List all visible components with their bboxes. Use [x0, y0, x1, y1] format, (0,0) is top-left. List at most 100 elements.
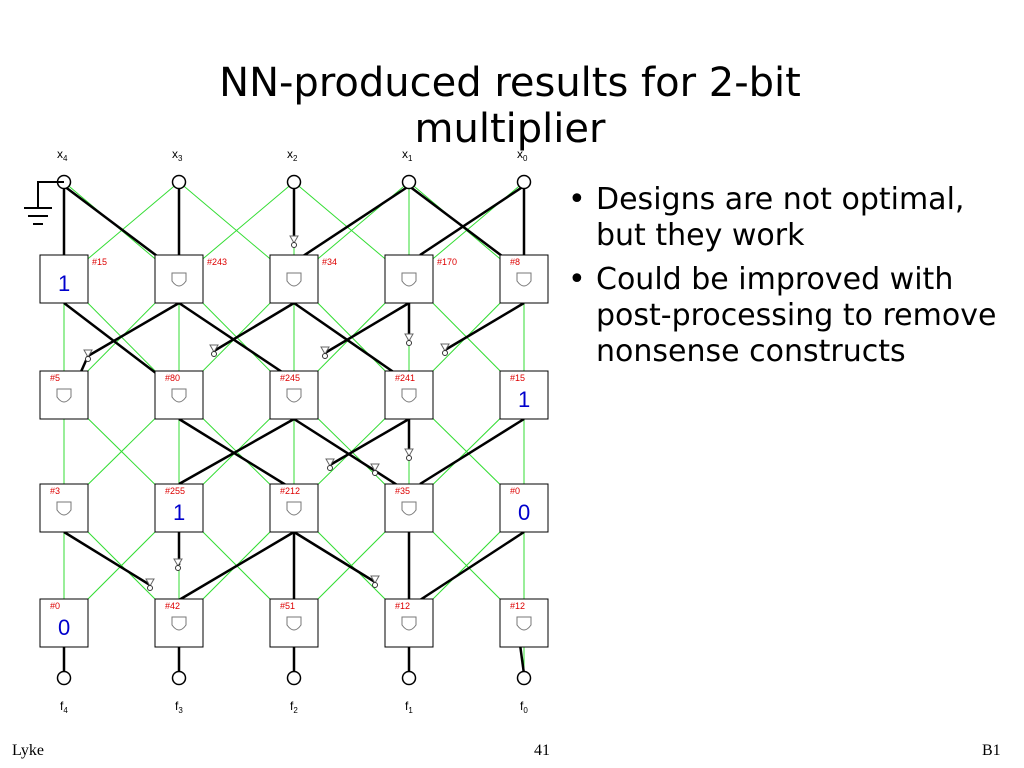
wire — [293, 530, 376, 584]
inverter-glyph — [370, 463, 380, 473]
gate-glyph — [286, 388, 302, 403]
inverter-glyph — [404, 448, 414, 458]
cell-id-label: #212 — [280, 486, 300, 496]
cell-id-label: #170 — [437, 257, 457, 267]
logic-cell: #8 — [499, 254, 549, 304]
output-terminal — [56, 670, 72, 686]
cell-id-label: #35 — [395, 486, 410, 496]
inverter-bubble — [291, 242, 297, 248]
wire — [178, 417, 295, 492]
input-label: x4 — [57, 147, 68, 163]
wire — [87, 301, 180, 358]
cell-box — [499, 370, 549, 420]
input-label: x1 — [402, 147, 413, 163]
wire — [178, 301, 295, 382]
cell-value: 1 — [173, 500, 185, 525]
logic-cell: #170 — [384, 254, 457, 304]
bullet-item: •Designs are not optimal, but they work — [568, 182, 965, 253]
cell-value: 1 — [518, 387, 530, 412]
output-terminal — [171, 670, 187, 686]
slide-title: NN-produced results for 2-bit multiplier — [219, 60, 801, 152]
input-label-subscript: 0 — [523, 154, 528, 163]
input-terminal — [516, 174, 532, 190]
wire — [444, 301, 525, 352]
wire — [419, 530, 525, 602]
logic-cell: #42 — [154, 598, 204, 648]
inverter-bubble — [406, 340, 412, 346]
output-label-subscript: 2 — [293, 706, 298, 715]
ground-symbol — [24, 181, 64, 225]
output-label-base: f — [520, 699, 524, 713]
input-label-base: x — [517, 147, 523, 161]
inverter-bubble — [147, 585, 153, 591]
cell-id-label: #5 — [50, 373, 60, 383]
inverter-bubble — [85, 356, 91, 362]
cell-id-label: #42 — [165, 601, 180, 611]
inverter-bubble — [322, 353, 328, 359]
cell-id-label: #255 — [165, 486, 185, 496]
cell-box — [499, 483, 549, 533]
logic-cell: #241 — [384, 370, 434, 420]
cell-box — [384, 598, 434, 648]
bullet-list: •Designs are not optimal, but they work … — [568, 182, 1018, 378]
logic-cell: #51 — [269, 598, 319, 648]
gate-glyph — [286, 616, 302, 631]
input-label-base: x — [57, 147, 63, 161]
multiplier-diagram: #151#243#34#170#8#5#80#245#241#151#3#255… — [24, 147, 549, 715]
gate-glyph — [286, 501, 302, 516]
inverter-bubble — [175, 565, 181, 571]
input-label: x2 — [287, 147, 298, 163]
inverter-bubble — [372, 470, 378, 476]
cell-value: 0 — [58, 615, 70, 640]
inverter-glyph — [325, 458, 335, 468]
cell-id-label: #80 — [165, 373, 180, 383]
bullet-item: •Could be improved with post-processing … — [568, 262, 997, 369]
inverter-glyph — [289, 235, 299, 245]
input-terminal — [286, 174, 302, 190]
inverter-glyph — [404, 333, 414, 343]
logic-cell: #12 — [384, 598, 434, 648]
logic-cell: #151 — [39, 254, 107, 304]
inverter-bubble — [442, 350, 448, 356]
gate-glyph — [401, 501, 417, 516]
gate-glyph — [56, 501, 72, 516]
inverter-glyph — [440, 343, 450, 353]
footer-page-number: 41 — [534, 742, 550, 759]
bullet-dot-icon: • — [568, 262, 586, 297]
wire — [408, 185, 511, 263]
gate-glyph — [401, 616, 417, 631]
output-label: f1 — [405, 699, 413, 715]
output-label-base: f — [175, 699, 179, 713]
cell-id-label: #15 — [92, 257, 107, 267]
inverter-bubble — [327, 465, 333, 471]
cell-box — [154, 483, 204, 533]
input-label-subscript: 3 — [178, 154, 183, 163]
cell-layer: #151#243#34#170#8#5#80#245#241#151#3#255… — [39, 254, 549, 648]
cell-id-label: #12 — [510, 601, 525, 611]
cell-id-label: #34 — [322, 257, 337, 267]
wire — [419, 417, 525, 486]
footer-author: Lyke — [12, 742, 44, 759]
wire — [293, 184, 410, 264]
inverter-glyph — [145, 578, 155, 588]
gate-glyph — [401, 272, 417, 287]
output-label: f4 — [60, 699, 68, 715]
logic-cell: #255 1 — [154, 483, 204, 533]
output-terminal — [516, 670, 532, 686]
logic-cell: #12 — [499, 598, 549, 648]
logic-cell: #35 — [384, 483, 434, 533]
cell-id-label: #51 — [280, 601, 295, 611]
input-label-subscript: 2 — [293, 154, 298, 163]
output-label-base: f — [290, 699, 294, 713]
wire — [63, 185, 166, 263]
wire — [293, 301, 406, 382]
gate-glyph — [171, 272, 187, 287]
cell-id-label: #3 — [50, 486, 60, 496]
logic-cell: #245 — [269, 370, 319, 420]
gate-glyph — [401, 388, 417, 403]
input-terminal — [171, 174, 187, 190]
gate-glyph — [56, 388, 72, 403]
logic-cell: #243 — [154, 254, 227, 304]
inverter-bubble — [211, 351, 217, 357]
output-terminal — [401, 670, 417, 686]
